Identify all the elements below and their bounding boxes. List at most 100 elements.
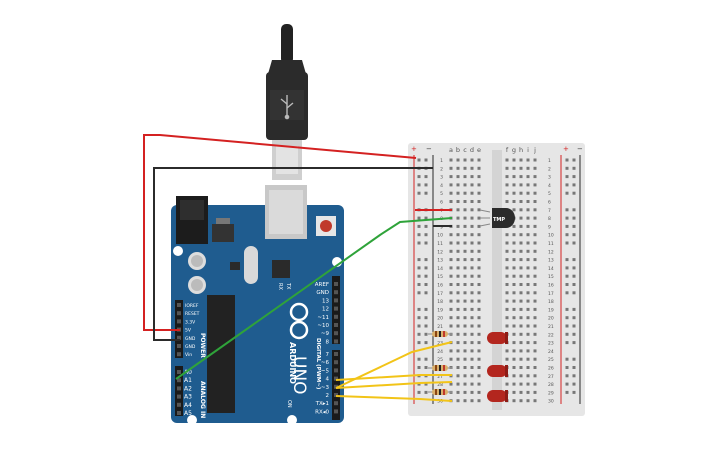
rail-hole[interactable] [424,216,428,220]
breadboard-hole[interactable] [477,382,481,386]
breadboard-hole[interactable] [526,183,530,187]
header-pin[interactable] [334,331,338,336]
breadboard-hole[interactable] [519,374,523,378]
breadboard-hole[interactable] [449,166,453,170]
rail-hole[interactable] [565,332,569,336]
header-pin[interactable] [334,339,338,344]
breadboard-hole[interactable] [463,341,467,345]
header-pin[interactable] [334,298,338,303]
rail-hole[interactable] [565,307,569,311]
breadboard-hole[interactable] [505,324,509,328]
rail-hole[interactable] [565,208,569,212]
breadboard-hole[interactable] [505,200,509,203]
breadboard-hole[interactable] [519,382,523,386]
rail-hole[interactable] [424,316,428,320]
yellow-signal-wire[interactable] [335,395,453,402]
breadboard-hole[interactable] [456,291,460,295]
breadboard-hole[interactable] [456,390,460,394]
breadboard-hole[interactable] [533,183,537,187]
breadboard-hole[interactable] [477,233,481,237]
breadboard-hole[interactable] [512,324,516,328]
breadboard-hole[interactable] [505,307,509,311]
breadboard-hole[interactable] [512,166,516,170]
breadboard-hole[interactable] [470,324,474,328]
breadboard-hole[interactable] [456,374,460,378]
header-pin[interactable] [177,411,181,415]
breadboard-hole[interactable] [519,183,523,187]
breadboard-hole[interactable] [477,291,481,295]
breadboard-hole[interactable] [463,200,467,203]
rail-hole[interactable] [424,175,428,179]
breadboard-hole[interactable] [456,382,460,386]
breadboard-hole[interactable] [449,349,453,353]
breadboard-hole[interactable] [512,291,516,295]
rail-hole[interactable] [572,332,576,336]
breadboard-hole[interactable] [505,241,509,245]
breadboard-hole[interactable] [526,216,530,220]
rail-hole[interactable] [417,390,421,394]
breadboard-hole[interactable] [463,324,467,328]
breadboard-hole[interactable] [526,307,530,311]
breadboard-hole[interactable] [449,382,453,386]
rail-hole[interactable] [417,324,421,328]
breadboard-hole[interactable] [456,366,460,369]
breadboard-hole[interactable] [470,307,474,311]
rail-hole[interactable] [565,258,569,262]
breadboard-hole[interactable] [477,249,481,253]
breadboard-hole[interactable] [526,324,530,328]
rail-hole[interactable] [417,357,421,361]
breadboard-hole[interactable] [477,299,481,303]
rail-hole[interactable] [572,324,576,328]
rail-hole[interactable] [572,166,576,170]
rail-hole[interactable] [417,241,421,245]
breadboard-hole[interactable] [533,332,537,336]
breadboard-hole[interactable] [526,274,530,278]
header-pin[interactable] [334,368,338,373]
breadboard-hole[interactable] [533,208,537,212]
header-pin[interactable] [334,393,338,397]
arduino-uno-board[interactable]: ARDUINO UNO ON TX RX POWER ANALOG IN DIG… [171,185,344,425]
rail-hole[interactable] [565,324,569,328]
breadboard-hole[interactable] [463,166,467,170]
breadboard-hole[interactable] [477,224,481,228]
breadboard-hole[interactable] [519,316,523,320]
rail-hole[interactable] [424,158,428,162]
breadboard-hole[interactable] [477,183,481,187]
black-gnd-wire[interactable] [153,167,433,341]
breadboard-hole[interactable] [456,332,460,336]
breadboard-hole[interactable] [449,200,453,203]
breadboard-hole[interactable] [470,332,474,336]
breadboard-hole[interactable] [456,216,460,220]
rail-hole[interactable] [572,241,576,245]
breadboard-hole[interactable] [512,374,516,378]
breadboard-hole[interactable] [470,374,474,378]
breadboard-hole[interactable] [456,183,460,187]
reset-button[interactable] [316,216,336,236]
breadboard-hole[interactable] [526,158,530,162]
breadboard-hole[interactable] [519,200,523,203]
rail-hole[interactable] [572,291,576,295]
breadboard-hole[interactable] [519,266,523,270]
rail-hole[interactable] [565,390,569,394]
breadboard-hole[interactable] [470,382,474,386]
breadboard-hole[interactable] [477,366,481,369]
rail-hole[interactable] [424,366,428,369]
breadboard-hole[interactable] [512,366,516,369]
breadboard-hole[interactable] [456,299,460,303]
breadboard-hole[interactable] [463,183,467,187]
breadboard-hole[interactable] [519,349,523,353]
rail-hole[interactable] [424,191,428,195]
header-pin[interactable] [177,386,181,391]
rail-hole[interactable] [572,366,576,369]
breadboard-hole[interactable] [512,241,516,245]
breadboard-hole[interactable] [533,191,537,195]
breadboard-hole[interactable] [477,332,481,336]
breadboard-hole[interactable] [526,332,530,336]
breadboard-hole[interactable] [512,233,516,237]
breadboard-hole[interactable] [512,399,516,403]
breadboard-hole[interactable] [470,183,474,187]
red-led[interactable] [487,365,508,377]
rail-hole[interactable] [565,241,569,245]
breadboard-hole[interactable] [533,399,537,403]
rail-hole[interactable] [572,224,576,228]
